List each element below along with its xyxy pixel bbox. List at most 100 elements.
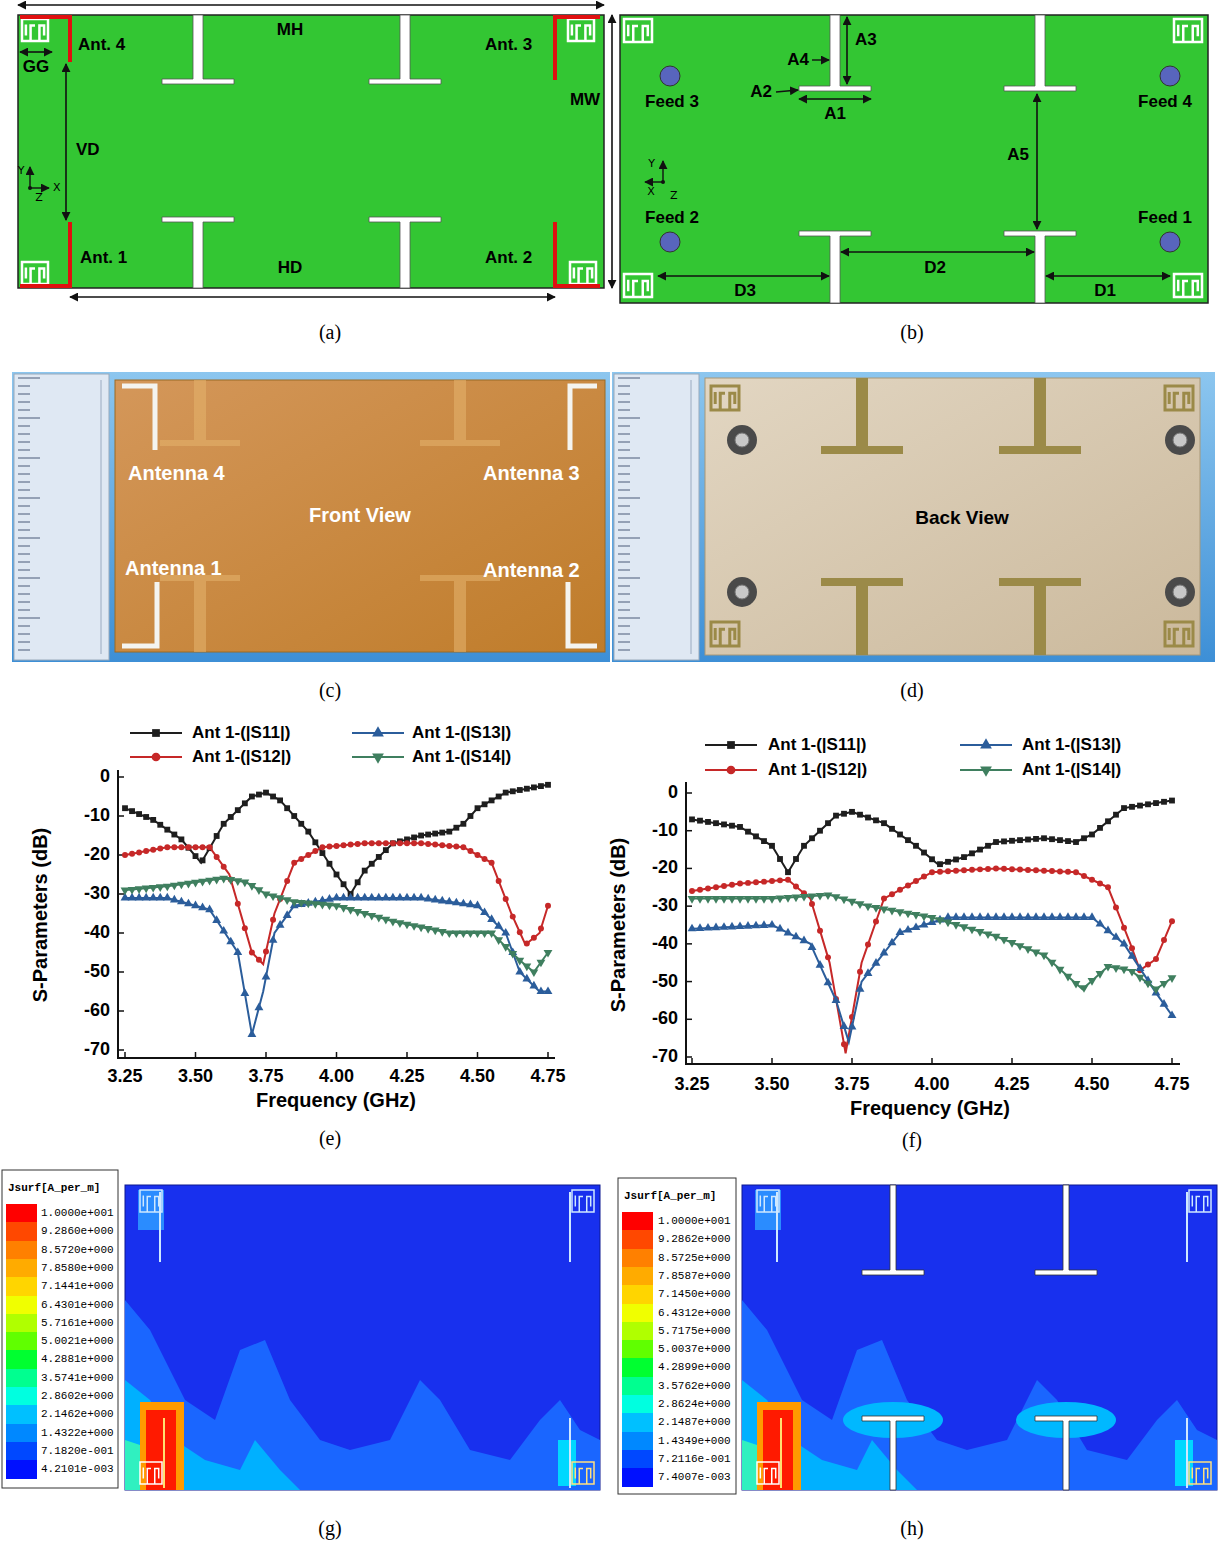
curve-marker (872, 905, 881, 913)
ruler-tick (618, 602, 630, 603)
curve-marker (468, 813, 474, 819)
antenna-strip (570, 386, 597, 450)
curve-marker (524, 786, 530, 792)
curve-marker (487, 930, 496, 938)
curve-marker (186, 845, 192, 851)
colorbar-swatch (622, 1358, 653, 1377)
ruler-tick (18, 410, 30, 411)
meander-arm (714, 392, 717, 404)
s-parameter-curve (125, 898, 548, 1035)
colorbar-swatch (622, 1340, 653, 1359)
colorbar-value: 1.0000e+001 (658, 1215, 731, 1227)
ruler-edge (691, 380, 692, 654)
curve-marker (928, 915, 937, 923)
part-label: Ant. 3 (485, 36, 532, 55)
curve-marker (1016, 912, 1025, 920)
colorbar-swatch (6, 1222, 37, 1241)
ruler-tick (618, 546, 630, 547)
curve-marker (445, 930, 454, 938)
ruler-tick (618, 450, 630, 451)
antenna-strip (163, 1418, 165, 1488)
curve-marker (825, 820, 831, 826)
legend-text: Ant 1-(|S14|) (412, 748, 511, 767)
ruler-tick (618, 522, 630, 523)
meander-outline (140, 1462, 162, 1484)
axis-tick (477, 1052, 479, 1058)
photo-background (612, 372, 1215, 662)
legend-sample-marker (152, 753, 161, 762)
tick-label: 3.50 (754, 1075, 789, 1095)
legend-sample-marker (980, 767, 992, 777)
curve-marker (445, 897, 454, 905)
part-label: Feed 4 (1138, 93, 1192, 112)
meander-arm (1168, 392, 1171, 404)
ruler-tick (18, 626, 30, 627)
curve-marker (214, 833, 220, 839)
curve-marker (522, 974, 531, 982)
part-label: Ant. 1 (80, 249, 127, 268)
meander-arm (587, 1469, 591, 1484)
t-slot (999, 378, 1081, 454)
curve-marker (1089, 877, 1095, 883)
curve-marker (1120, 967, 1129, 975)
curve-marker (291, 813, 297, 819)
ruler-tick (618, 634, 630, 635)
curve-marker (459, 899, 468, 907)
curve-marker (969, 850, 975, 856)
meander-outline (711, 386, 739, 410)
curve-marker (496, 794, 502, 800)
curve-marker (396, 893, 405, 901)
curve-marker (1040, 953, 1049, 961)
t-slot (369, 217, 441, 288)
curve-marker (150, 847, 156, 853)
axis-tick (118, 776, 124, 778)
antenna-strip (569, 1192, 571, 1262)
curve-marker (170, 883, 179, 891)
axis-tick (691, 1058, 693, 1064)
curve-marker (276, 895, 285, 903)
colorbar-swatch (622, 1249, 653, 1268)
curve-marker (728, 922, 737, 930)
curve-marker (696, 896, 705, 904)
curve-marker (1152, 987, 1161, 995)
curve-marker (840, 1021, 849, 1029)
part-label: Ant. 2 (485, 249, 532, 268)
curve-marker (792, 894, 801, 902)
curve-marker (824, 978, 833, 986)
meander-arm (633, 281, 638, 297)
curve-marker (305, 852, 311, 858)
colorbar-value: 7.4007e-003 (658, 1471, 731, 1483)
curve-marker (1072, 912, 1081, 920)
curve-marker (1120, 939, 1129, 947)
part-label: Antenna 2 (483, 559, 580, 581)
meander-element (140, 1462, 162, 1484)
antenna-strip (776, 1192, 778, 1262)
axis-arrow (30, 187, 49, 188)
curve-marker (1009, 866, 1015, 872)
axis-tick (118, 1049, 124, 1051)
curve-marker (913, 843, 919, 849)
panel-label: (d) (900, 679, 923, 701)
curve-marker (270, 917, 276, 923)
curve-marker (752, 896, 761, 904)
part-label: A1 (824, 105, 846, 124)
meander-element (1165, 386, 1193, 410)
meander-element (757, 1462, 779, 1484)
ruler-tick (618, 538, 640, 539)
curve-marker (1032, 912, 1041, 920)
t-slot (999, 578, 1081, 655)
curve-marker (776, 896, 785, 904)
curve-marker (403, 922, 412, 930)
meander-outline (570, 262, 596, 284)
curve-marker (191, 901, 200, 909)
curve-marker (945, 868, 951, 874)
ruler-tick (618, 402, 630, 403)
curve-marker (163, 884, 172, 892)
legend-sample-marker (980, 738, 992, 748)
current-map-h (742, 1185, 1217, 1490)
curve-marker (263, 949, 269, 955)
meander-arm (147, 1197, 151, 1212)
meander-arm (1196, 1469, 1200, 1484)
curve-marker (537, 986, 546, 994)
colorbar-swatch (622, 1212, 653, 1231)
